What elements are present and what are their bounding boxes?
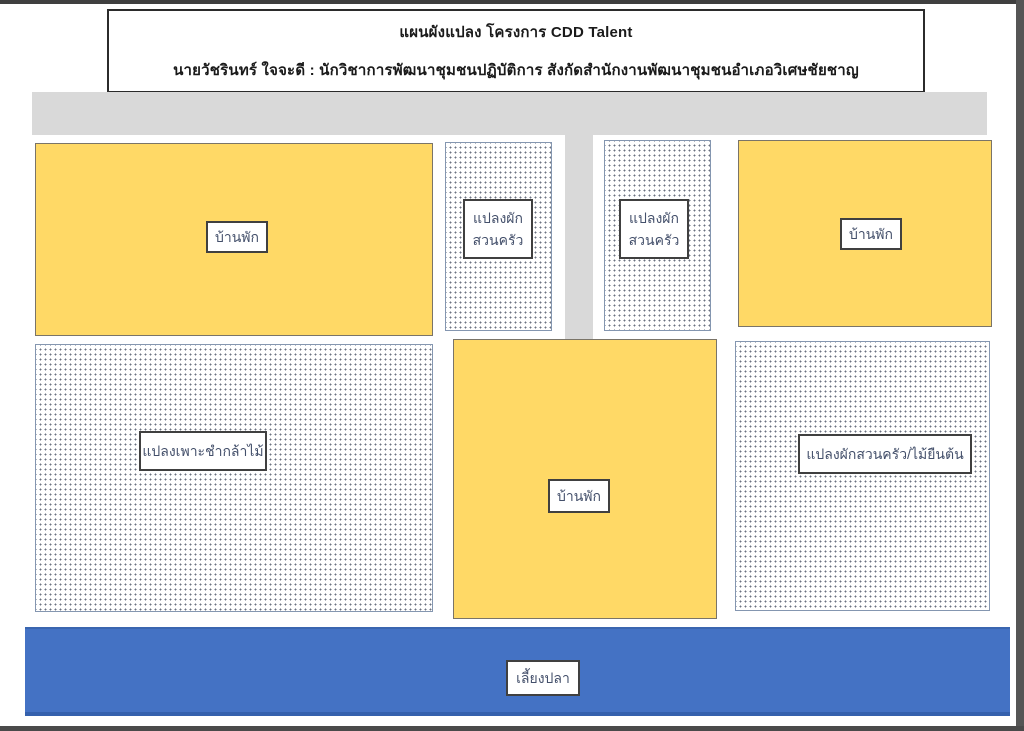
plot-vegetable-garden-2-label: แปลงผัก สวนครัว — [619, 199, 689, 259]
plot-label-text: แปลงผัก — [472, 209, 523, 226]
plot-label-text: แปลงผัก — [628, 209, 679, 226]
plan-title: แผนผังแปลง โครงการ CDD Talent — [399, 24, 633, 41]
plot-label-text: บ้านพัก — [214, 228, 260, 245]
plot-vegetable-garden-1-label: แปลงผัก สวนครัว — [463, 199, 533, 259]
plot-house-right: บ้านพัก — [738, 140, 992, 327]
plot-label-text: สวนครัว — [472, 232, 524, 248]
window-frame-bottom — [0, 726, 1024, 731]
plot-label-text: แปลงผักสวนครัว/ไม้ยืนต้น — [806, 445, 964, 462]
road-horizontal — [32, 92, 987, 135]
plot-label-text: สวนครัว — [628, 232, 680, 248]
plot-vegetable-perennial: แปลงผักสวนครัว/ไม้ยืนต้น — [735, 341, 990, 611]
plot-seedling-nursery-label: แปลงเพาะชำกล้าไม้ — [139, 431, 267, 471]
plot-vegetable-garden-1: แปลงผัก สวนครัว — [445, 142, 552, 331]
plot-label-text: แปลงเพาะชำกล้าไม้ — [142, 442, 264, 459]
plan-subtitle: นายวัชรินทร์ ใจจะดี : นักวิชาการพัฒนาชุม… — [173, 62, 859, 79]
window-frame-top — [0, 0, 1024, 4]
plot-house-left: บ้านพัก — [35, 143, 433, 336]
plan-title-box: แผนผังแปลง โครงการ CDD Talent นายวัชรินท… — [107, 9, 925, 93]
plot-vegetable-perennial-label: แปลงผักสวนครัว/ไม้ยืนต้น — [798, 434, 972, 474]
plot-label-text: เลี้ยงปลา — [516, 669, 570, 686]
window-frame-right — [1016, 0, 1024, 731]
plan-page: แผนผังแปลง โครงการ CDD Talent นายวัชรินท… — [0, 4, 1016, 726]
plot-house-center: บ้านพัก — [453, 339, 717, 619]
plot-house-center-label: บ้านพัก — [548, 479, 610, 513]
plot-vegetable-garden-2: แปลงผัก สวนครัว — [604, 140, 711, 331]
plot-house-left-label: บ้านพัก — [206, 221, 268, 253]
plot-label-text: บ้านพัก — [556, 487, 602, 504]
plot-label-text: บ้านพัก — [848, 225, 894, 242]
plot-house-right-label: บ้านพัก — [840, 218, 902, 250]
plot-fish-pond-label: เลี้ยงปลา — [506, 660, 580, 696]
road-vertical — [565, 135, 593, 339]
plot-fish-pond: เลี้ยงปลา — [25, 627, 1010, 716]
plot-seedling-nursery: แปลงเพาะชำกล้าไม้ — [35, 344, 433, 612]
